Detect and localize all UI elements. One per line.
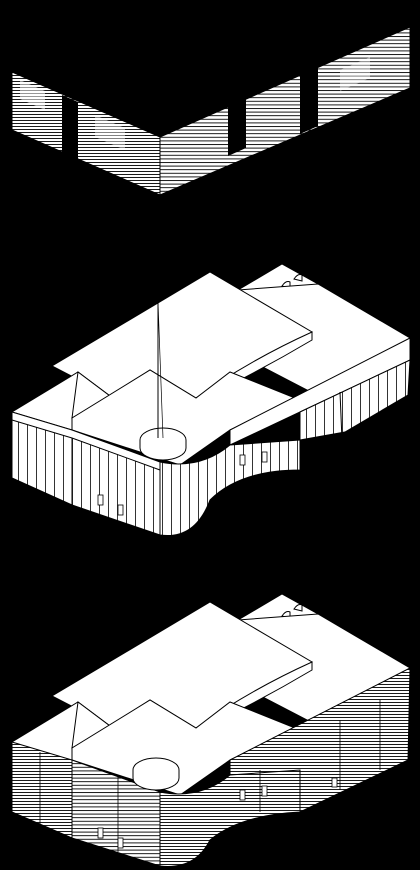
building-base-structure: [11, 263, 411, 537]
building-with-facade: [11, 593, 411, 867]
facade-louver-layer: [11, 26, 411, 196]
